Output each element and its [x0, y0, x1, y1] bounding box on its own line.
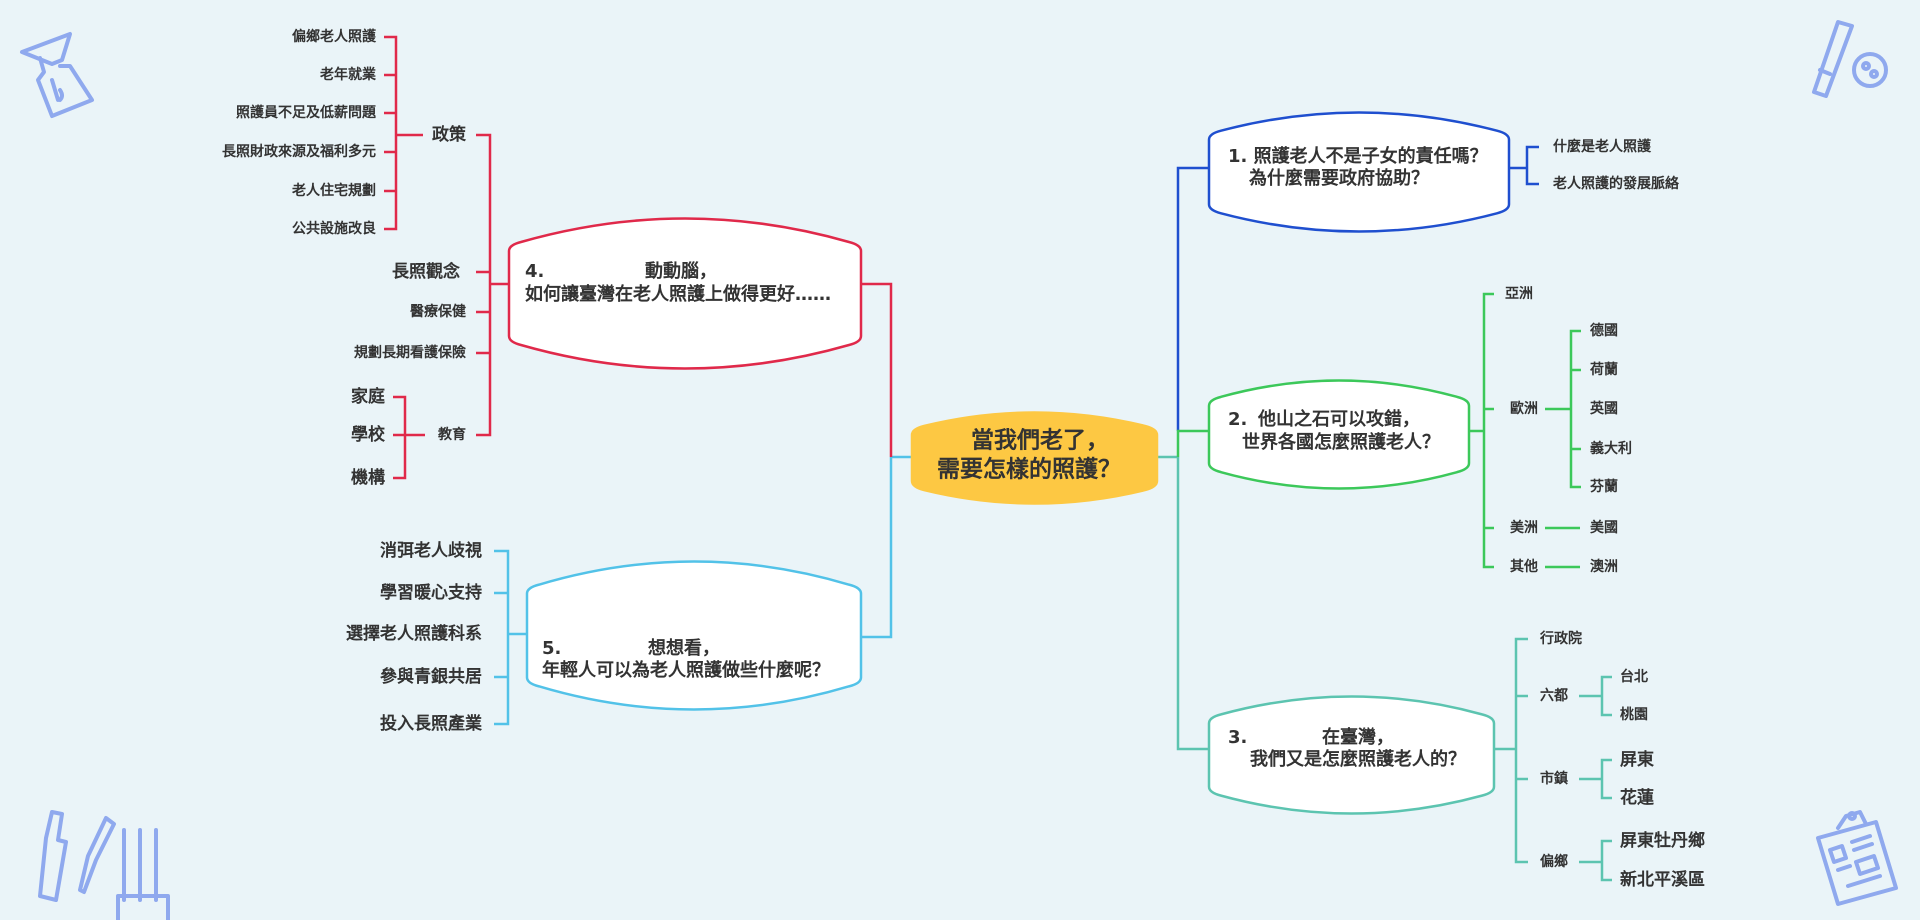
- europe-child[interactable]: 芬蘭: [1589, 478, 1618, 495]
- node3-line1[interactable]: 在臺灣，: [1322, 726, 1394, 748]
- connectors: [384, 35, 1612, 882]
- central-node[interactable]: [910, 411, 1159, 505]
- connector-node2: [1176, 429, 1209, 457]
- node2-number: 2.: [1228, 409, 1247, 430]
- dropper-test-tubes-icon: [38, 810, 170, 920]
- education-child[interactable]: 機構: [351, 467, 385, 488]
- europe-child[interactable]: 荷蘭: [1589, 361, 1618, 378]
- six-child[interactable]: 桃園: [1620, 706, 1648, 723]
- node5-child[interactable]: 選擇老人照護科系: [346, 623, 482, 644]
- node5-child[interactable]: 消弭老人歧視: [380, 540, 482, 561]
- node5-child[interactable]: 投入長照產業: [380, 713, 482, 734]
- town-child[interactable]: 花蓮: [1620, 787, 1654, 808]
- node4-line1[interactable]: 動動腦，: [645, 260, 717, 282]
- europe-child[interactable]: 英國: [1589, 400, 1618, 417]
- node5-line2[interactable]: 年輕人可以為老人照護做些什麼呢？: [542, 659, 830, 681]
- node4-education[interactable]: 教育: [438, 426, 466, 443]
- node5-shape[interactable]: [525, 560, 863, 711]
- node3-town[interactable]: 市鎮: [1540, 770, 1568, 787]
- policy-child[interactable]: 公共設施改良: [292, 220, 376, 237]
- connector-node3-grandchildren: [1579, 675, 1612, 882]
- node3-six[interactable]: 六都: [1540, 687, 1568, 704]
- policy-child[interactable]: 長照財政來源及福利多元: [222, 143, 376, 160]
- node4-line2[interactable]: 如何讓臺灣在老人照護上做得更好……: [525, 283, 831, 305]
- node2-shape[interactable]: [1207, 379, 1471, 490]
- node4-concept[interactable]: 長照觀念: [392, 261, 460, 282]
- other-child[interactable]: 澳洲: [1590, 558, 1618, 575]
- education-child[interactable]: 家庭: [351, 386, 385, 407]
- europe-child[interactable]: 義大利: [1590, 440, 1632, 457]
- europe-child[interactable]: 德國: [1590, 322, 1618, 339]
- node4-policy[interactable]: 政策: [432, 124, 467, 145]
- node3-rural[interactable]: 偏鄉: [1540, 853, 1568, 870]
- connector-node1: [1176, 166, 1209, 431]
- node1-child[interactable]: 什麼是老人照護: [1553, 138, 1652, 155]
- town-child[interactable]: 屏東: [1620, 749, 1654, 770]
- connector-node2-grandchildren: [1545, 329, 1581, 569]
- connector-node5: [861, 457, 893, 639]
- connector-node3: [1176, 457, 1209, 751]
- node1-shape[interactable]: [1207, 111, 1511, 233]
- node3-executive[interactable]: 行政院: [1539, 630, 1582, 647]
- node1-line1[interactable]: 1. 照護老人不是子女的責任嗎？: [1228, 145, 1488, 167]
- node3-line2[interactable]: 我們又是怎麼照護老人的？: [1250, 748, 1466, 770]
- education-child[interactable]: 學校: [351, 424, 386, 445]
- node1-line2[interactable]: 為什麼需要政府協助？: [1249, 167, 1429, 189]
- connector-education-children: [393, 395, 425, 480]
- six-child[interactable]: 台北: [1620, 668, 1648, 685]
- rural-child[interactable]: 新北平溪區: [1620, 869, 1705, 890]
- node5-child[interactable]: 參與青銀共居: [380, 666, 482, 687]
- policy-child[interactable]: 老年就業: [320, 66, 377, 83]
- central-topic-line2[interactable]: 需要怎樣的照護？: [937, 456, 1121, 483]
- connector-node3-children: [1494, 637, 1528, 864]
- flask-icon: [20, 32, 94, 118]
- node2-europe[interactable]: 歐洲: [1510, 400, 1538, 417]
- node2-other[interactable]: 其他: [1510, 558, 1538, 575]
- node3-shape[interactable]: [1207, 695, 1496, 815]
- policy-child[interactable]: 老人住宅規劃: [292, 182, 376, 199]
- node5-child[interactable]: 學習暖心支持: [380, 582, 482, 603]
- node2-america[interactable]: 美洲: [1510, 519, 1538, 536]
- connector-node4-children: [476, 133, 509, 437]
- node-shapes: [507, 111, 1511, 815]
- node5-line1[interactable]: 想想看，: [648, 637, 720, 659]
- connector-node2-children: [1469, 292, 1494, 569]
- node4-number: 4.: [525, 261, 544, 282]
- connector-node4: [861, 282, 893, 457]
- central-topic-line1[interactable]: 當我們老了，: [971, 428, 1109, 454]
- node1-child[interactable]: 老人照護的發展脈絡: [1553, 175, 1680, 192]
- connector-policy-children: [384, 35, 423, 231]
- rural-child[interactable]: 屏東牡丹鄉: [1620, 830, 1705, 851]
- node4-medical[interactable]: 醫療保健: [410, 303, 466, 320]
- node3-number: 3.: [1228, 727, 1247, 748]
- policy-child[interactable]: 偏鄉老人照護: [292, 28, 377, 45]
- clipboard-icon: [1816, 810, 1898, 906]
- node2-asia[interactable]: 亞洲: [1505, 286, 1533, 302]
- node2-line1[interactable]: 他山之石可以攻錯，: [1257, 408, 1420, 430]
- node5-number: 5.: [542, 638, 561, 659]
- node4-shape[interactable]: [507, 217, 863, 370]
- america-child[interactable]: 美國: [1590, 519, 1618, 536]
- connector-node1-children: [1509, 145, 1539, 186]
- node2-line2[interactable]: 世界各國怎麼照護老人？: [1242, 431, 1440, 453]
- node4-insurance[interactable]: 規劃長期看護保險: [354, 344, 466, 361]
- policy-child[interactable]: 照護員不足及低薪問題: [236, 104, 377, 121]
- connector-node5-children: [494, 549, 527, 726]
- thermometer-pill-icon: [1812, 20, 1888, 98]
